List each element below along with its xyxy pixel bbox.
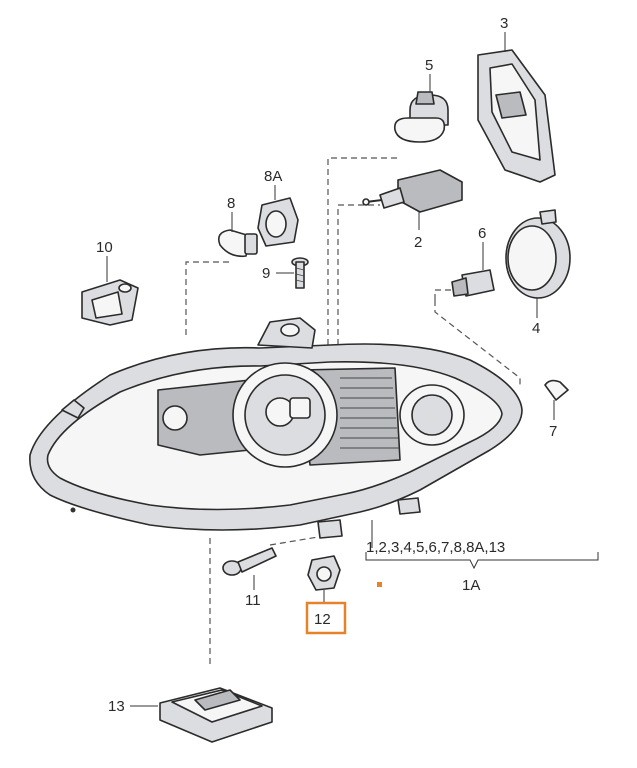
part-2-leveling-motor (362, 169, 463, 213)
label-8a[interactable]: 8A (264, 168, 282, 185)
label-12[interactable]: 12 (314, 611, 331, 628)
label-7[interactable]: 7 (549, 423, 557, 440)
label-2[interactable]: 2 (414, 234, 422, 251)
label-4[interactable]: 4 (532, 320, 540, 337)
part-10-bracket (81, 279, 139, 326)
part-8-bulb (217, 229, 258, 258)
label-13[interactable]: 13 (108, 698, 125, 715)
label-5[interactable]: 5 (425, 57, 433, 74)
label-10[interactable]: 10 (96, 239, 113, 256)
label-1a[interactable]: 1A (462, 577, 480, 594)
label-1a-list: 1,2,3,4,5,6,7,8,8A,13 (366, 539, 505, 556)
part-7-small-bulb (544, 379, 569, 401)
highlight-marker (377, 582, 382, 587)
group-brace (365, 552, 599, 570)
label-9[interactable]: 9 (262, 265, 270, 282)
part-8a-socket (257, 197, 299, 247)
part-6-bulb-socket (451, 269, 495, 297)
part-11-screw (222, 547, 277, 576)
label-6[interactable]: 6 (478, 225, 486, 242)
highlight-box (305, 601, 347, 635)
leader-lines (106, 32, 555, 707)
headlight-housing (29, 317, 523, 539)
part-3-rear-cover (477, 49, 556, 183)
part-4-retaining-ring (505, 209, 571, 299)
label-8[interactable]: 8 (227, 195, 235, 212)
part-9-screw (291, 257, 309, 289)
callout-labels: 3 5 8A 8 2 6 10 9 4 7 1,2,3,4,5,6,7,8,8A… (96, 15, 557, 715)
label-11[interactable]: 11 (245, 592, 261, 609)
label-3[interactable]: 3 (500, 15, 508, 32)
part-5-bulb (393, 91, 449, 143)
part-13-control-unit (159, 687, 273, 743)
part-12-clip-nut (307, 555, 341, 591)
